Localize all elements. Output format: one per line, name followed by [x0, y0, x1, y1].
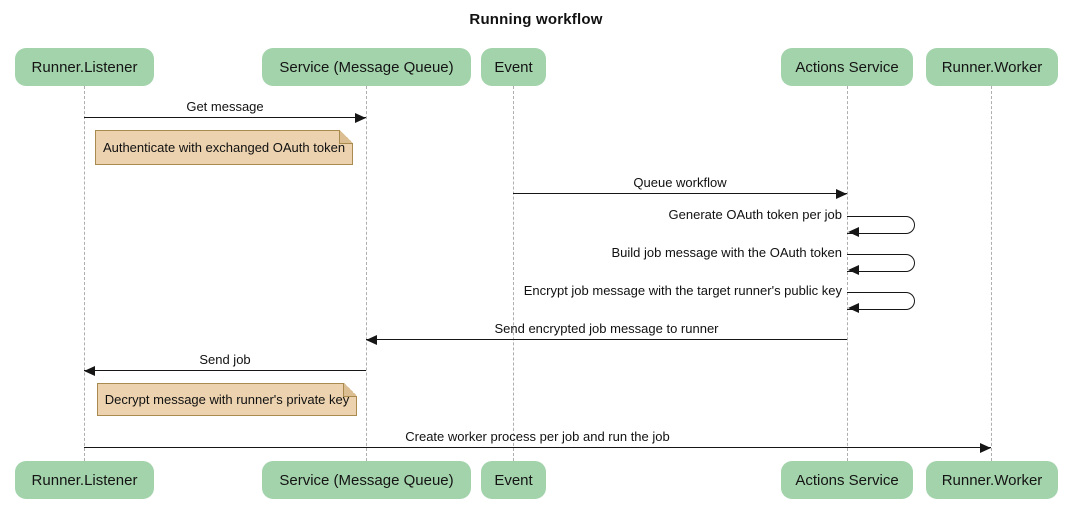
note-fold-icon: [343, 383, 357, 397]
message-create-worker-line: [84, 447, 991, 448]
lifeline-service-message-queue: [366, 86, 367, 461]
lifeline-runner-listener: [84, 86, 85, 461]
message-build-job-label: Build job message with the OAuth token: [611, 245, 842, 260]
message-queue-workflow-line: [513, 193, 847, 194]
lifeline-runner-worker: [991, 86, 992, 461]
actor-event-bottom: Event: [481, 461, 546, 499]
message-generate-oauth-label: Generate OAuth token per job: [668, 207, 842, 222]
self-loop-generate-oauth: [847, 216, 915, 234]
arrowhead-left-icon: [848, 227, 859, 237]
actor-service-message-queue-top: Service (Message Queue): [262, 48, 471, 86]
actor-event-top: Event: [481, 48, 546, 86]
lifeline-event: [513, 86, 514, 461]
message-send-encrypted-label: Send encrypted job message to runner: [494, 321, 719, 336]
message-get-message-line: [84, 117, 366, 118]
lifeline-actions-service: [847, 86, 848, 461]
diagram-title: Running workflow: [469, 11, 603, 28]
message-get-message-label: Get message: [186, 99, 264, 114]
arrowhead-left-icon: [848, 303, 859, 313]
arrowhead-right-icon: [836, 189, 847, 199]
message-create-worker-label: Create worker process per job and run th…: [405, 429, 670, 444]
arrowhead-left-icon: [848, 265, 859, 275]
message-encrypt-job-label: Encrypt job message with the target runn…: [523, 283, 842, 298]
note-authenticate-text: Authenticate with exchanged OAuth token: [102, 140, 346, 155]
actor-service-message-queue-bottom: Service (Message Queue): [262, 461, 471, 499]
note-fold-icon: [339, 130, 353, 144]
message-queue-workflow-label: Queue workflow: [633, 175, 727, 190]
actor-runner-listener-bottom: Runner.Listener: [15, 461, 154, 499]
message-send-job-label: Send job: [199, 352, 251, 367]
actor-actions-service-bottom: Actions Service: [781, 461, 913, 499]
arrowhead-right-icon: [355, 113, 366, 123]
arrowhead-right-icon: [980, 443, 991, 453]
note-decrypt-text: Decrypt message with runner's private ke…: [104, 392, 350, 407]
note-decrypt: Decrypt message with runner's private ke…: [97, 383, 357, 416]
note-authenticate: Authenticate with exchanged OAuth token: [95, 130, 353, 165]
arrowhead-left-icon: [366, 335, 377, 345]
actor-runner-worker-top: Runner.Worker: [926, 48, 1058, 86]
actor-actions-service-top: Actions Service: [781, 48, 913, 86]
self-loop-build-job: [847, 254, 915, 272]
arrowhead-left-icon: [84, 366, 95, 376]
message-send-encrypted-line: [366, 339, 847, 340]
actor-runner-listener-top: Runner.Listener: [15, 48, 154, 86]
actor-runner-worker-bottom: Runner.Worker: [926, 461, 1058, 499]
self-loop-encrypt-job: [847, 292, 915, 310]
message-send-job-line: [84, 370, 366, 371]
